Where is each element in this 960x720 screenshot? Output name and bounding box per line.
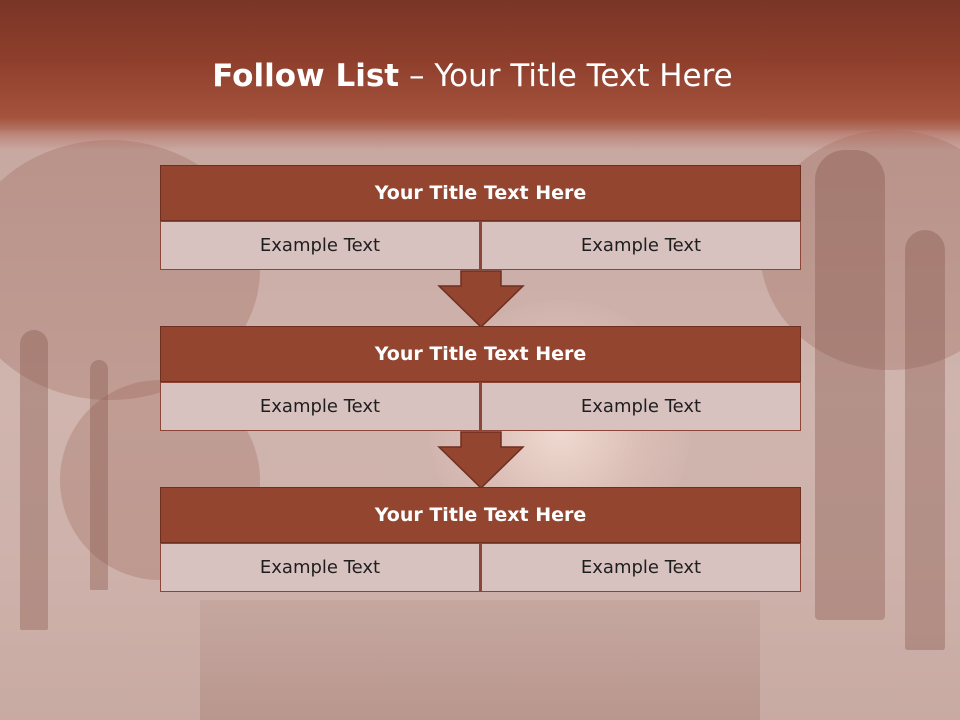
block-1-left-cell: Example Text <box>160 221 480 270</box>
block-2-left-cell: Example Text <box>160 382 480 431</box>
block-3-left-cell: Example Text <box>160 543 480 592</box>
page-title-rest: – Your Title Text Here <box>399 58 733 94</box>
list-block-1: Your Title Text Here Example Text Exampl… <box>160 165 801 270</box>
block-2-title: Your Title Text Here <box>160 326 801 382</box>
block-1-title: Your Title Text Here <box>160 165 801 221</box>
title-band <box>0 0 960 150</box>
block-3-title: Your Title Text Here <box>160 487 801 543</box>
block-2-right-cell: Example Text <box>480 382 801 431</box>
page-title: Follow List – Your Title Text Here <box>0 56 945 96</box>
block-1-right-cell: Example Text <box>480 221 801 270</box>
list-block-3: Your Title Text Here Example Text Exampl… <box>160 487 801 592</box>
block-2-row: Example Text Example Text <box>160 382 801 431</box>
down-arrow-icon <box>437 270 525 328</box>
block-3-right-cell: Example Text <box>480 543 801 592</box>
block-1-row: Example Text Example Text <box>160 221 801 270</box>
list-block-2: Your Title Text Here Example Text Exampl… <box>160 326 801 431</box>
block-3-row: Example Text Example Text <box>160 543 801 592</box>
page-title-bold: Follow List <box>212 58 400 94</box>
down-arrow-icon <box>437 431 525 489</box>
